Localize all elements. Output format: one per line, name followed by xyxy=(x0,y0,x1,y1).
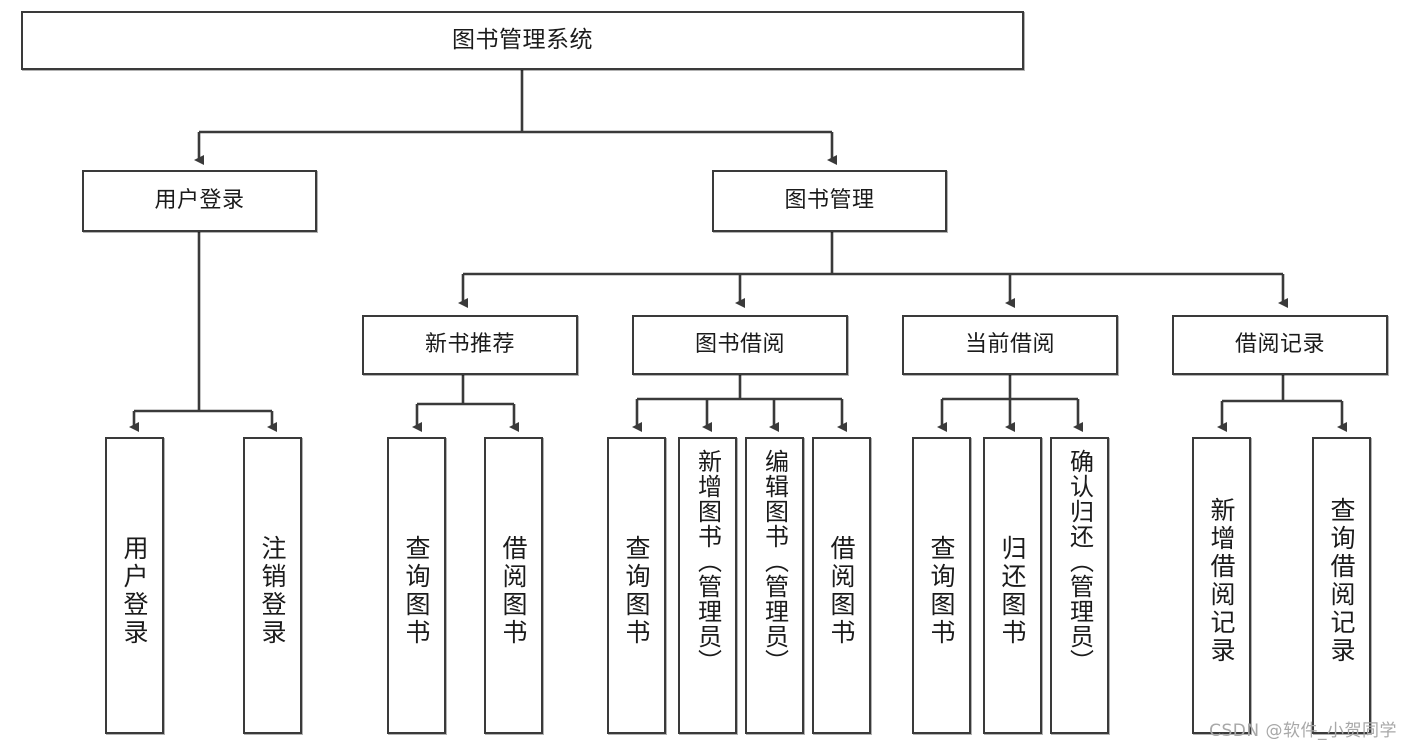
node-label: 借阅记录 xyxy=(1234,332,1325,358)
node-leaf-query-book-borrow[interactable]: 查询图书 xyxy=(607,437,666,734)
node-label: 注销登录 xyxy=(258,535,287,647)
node-leaf-borrow-book-recommend[interactable]: 借阅图书 xyxy=(484,437,543,734)
node-book-management-system[interactable]: 图书管理系统 xyxy=(21,11,1024,70)
node-label: 确认归还（管理员） xyxy=(1065,449,1094,674)
node-leaf-query-borrow-record[interactable]: 查询借阅记录 xyxy=(1312,437,1371,734)
node-leaf-add-borrow-record[interactable]: 新增借阅记录 xyxy=(1192,437,1251,734)
node-leaf-return-book[interactable]: 归还图书 xyxy=(983,437,1042,734)
node-leaf-user-login[interactable]: 用户登录 xyxy=(105,437,164,734)
node-label: 当前借阅 xyxy=(964,332,1055,358)
node-leaf-logout-login[interactable]: 注销登录 xyxy=(243,437,302,734)
node-new-book-recommend[interactable]: 新书推荐 xyxy=(362,315,578,375)
node-label: 用户登录 xyxy=(120,535,149,647)
node-label: 查询图书 xyxy=(927,535,956,647)
node-leaf-edit-book[interactable]: 编辑图书（管理员） xyxy=(745,437,804,734)
node-user-login[interactable]: 用户登录 xyxy=(82,170,317,232)
node-label: 新增图书（管理员） xyxy=(693,449,722,674)
node-leaf-add-book[interactable]: 新增图书（管理员） xyxy=(678,437,737,734)
node-leaf-query-book-recommend[interactable]: 查询图书 xyxy=(387,437,446,734)
node-label: 新增借阅记录 xyxy=(1207,497,1236,665)
node-label: 借阅图书 xyxy=(827,535,856,647)
node-label: 查询图书 xyxy=(622,535,651,647)
node-book-management[interactable]: 图书管理 xyxy=(712,170,947,232)
node-label: 图书管理 xyxy=(784,188,875,214)
node-label: 用户登录 xyxy=(154,188,245,214)
node-label: 查询借阅记录 xyxy=(1327,497,1356,665)
node-label: 新书推荐 xyxy=(424,332,515,358)
node-label: 图书借阅 xyxy=(694,332,785,358)
node-label: 归还图书 xyxy=(998,535,1027,647)
node-label: 图书管理系统 xyxy=(452,26,593,53)
node-leaf-query-book-current[interactable]: 查询图书 xyxy=(912,437,971,734)
node-current-borrow[interactable]: 当前借阅 xyxy=(902,315,1118,375)
node-label: 查询图书 xyxy=(402,535,431,647)
node-label: 编辑图书（管理员） xyxy=(760,449,789,674)
csdn-watermark: CSDN @软件_小贺同学 xyxy=(1209,721,1397,741)
node-leaf-borrow-book[interactable]: 借阅图书 xyxy=(812,437,871,734)
node-leaf-confirm-return[interactable]: 确认归还（管理员） xyxy=(1050,437,1109,734)
node-label: 借阅图书 xyxy=(499,535,528,647)
node-borrow-record[interactable]: 借阅记录 xyxy=(1172,315,1388,375)
node-book-borrow[interactable]: 图书借阅 xyxy=(632,315,848,375)
